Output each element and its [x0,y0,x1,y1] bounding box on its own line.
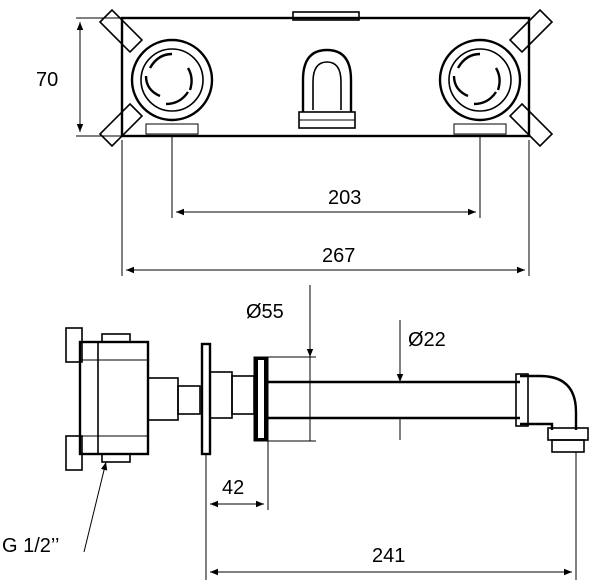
spout-front [298,48,356,129]
dim-label-rosette: Ø55 [246,301,284,323]
dim-label-projection: 241 [372,545,405,567]
dim-label-height: 70 [36,69,58,91]
valve-body [65,327,150,471]
dim-label-spacing: 203 [328,187,361,209]
mounting-plate [120,16,531,138]
right-control-knob [438,38,522,135]
front-view: 70 203 267 [36,8,554,276]
dim-label-overall: 267 [322,245,355,267]
corner-lug-bottom-left [98,102,144,148]
corner-lug-bottom-right [508,102,554,148]
side-view: Ø55 Ø22 42 241 G 1/2’’ [2,285,589,580]
dim-label-flange-offset: 42 [222,477,244,499]
top-slot [292,11,360,21]
corner-lug-top-left [98,8,144,54]
spout-pipe [268,373,589,453]
adapter [209,371,255,419]
thread-label: G 1/2’’ [2,535,59,557]
dim-label-spout: Ø22 [408,329,446,351]
corner-lug-top-right [508,8,554,54]
left-control-knob [130,38,214,135]
thread-leader [83,461,108,553]
wall-flange [200,342,212,456]
connector-neck [147,377,201,421]
